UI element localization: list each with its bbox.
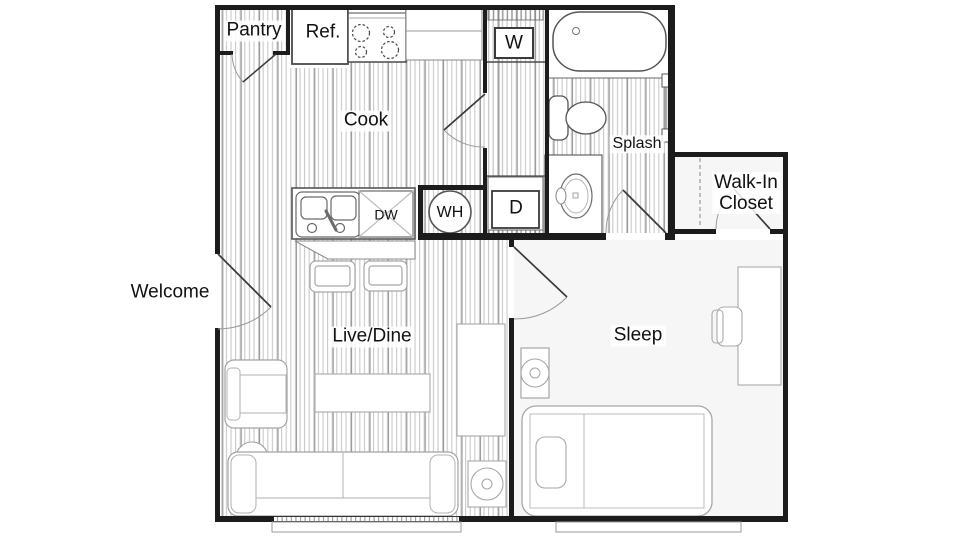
cook-label: Cook [340,110,392,132]
armchair [224,359,288,429]
wall-bedroom-left-stub [509,233,514,247]
wall-laundry-bath [545,9,549,233]
soap-dish-icon [555,187,567,205]
washer-label: W [505,32,523,54]
dryer-label: D [509,197,523,219]
wall-bath-door-stub [665,233,675,240]
wall-kitchen-laundry-upper [483,9,487,93]
wall-pantry-stub-right [273,51,290,55]
kitchen-island [291,187,416,240]
breakfast-bar [294,240,416,293]
wall-wh-niche-left [418,185,423,233]
kitchen-counter [405,8,483,61]
wall-closet-bottom-left [668,229,716,234]
bed [521,405,713,517]
wall-bath-right [668,5,675,240]
toilet [548,95,607,141]
floor-speaker [467,460,507,508]
walk-in-closet-label-line2: Closet [719,193,773,214]
water-heater-label: WH [436,204,464,222]
coffee-table [314,373,431,413]
kitchen-sink [295,191,361,238]
wall-pantry-stub-left [215,51,233,55]
dishwasher-box [358,190,414,238]
stove-burners [351,23,400,60]
entry-door [217,253,272,330]
pillow [535,436,567,489]
desk-chair [711,306,743,347]
dryer-box [487,175,545,239]
walls [215,5,788,522]
bedroom-window-sill [555,521,742,533]
pantry-label: Pantry [223,20,285,42]
closet-shelf-ticks [487,8,544,21]
wall-left-upper [215,5,220,254]
wall-left-lower [215,328,220,522]
sleep-label: Sleep [610,325,666,347]
stove [347,5,407,63]
sofa-armrest [230,454,257,514]
wall-right [783,152,788,522]
armchair-back [226,367,241,421]
bathtub [548,11,668,79]
walk-in-closet-label: Walk-In Closet [712,172,780,214]
sofa-armrest [429,454,456,514]
bedroom-door [513,246,568,320]
splash-label: Splash [609,135,665,153]
window-sill [271,521,462,533]
wall-top [215,5,675,10]
washer-box [487,8,545,63]
wall-closet-top [668,152,788,157]
drain-icon [572,192,579,199]
bathroom-door [605,189,667,234]
desk [737,266,782,386]
dishwasher-label: DW [374,206,398,223]
lamp-icon [520,358,550,388]
wall-kitchen-laundry-lower [483,148,487,233]
bar-stool [363,260,408,292]
sofa [227,451,459,517]
wall-bedroom-left [509,318,514,516]
wall-bottom [215,516,788,522]
welcome-label: Welcome [127,282,213,304]
wall-wh-niche-top [418,185,483,190]
pantry-door [231,53,277,83]
walk-in-closet-label-line1: Walk-In [714,172,778,193]
living-window [271,516,462,533]
sink-vanity [544,154,603,237]
nightstand [520,347,550,399]
bar-stool [309,260,356,293]
faucet-icon [324,209,338,232]
tub-drain-icon [572,27,580,35]
wall-closet-bottom-right [770,229,788,234]
live-dine-label: Live/Dine [329,326,415,348]
kitchen-door [443,93,486,148]
tv-stand [456,323,506,437]
refrigerator-label: Ref. [305,21,341,43]
wall-pantry-right [286,9,290,55]
